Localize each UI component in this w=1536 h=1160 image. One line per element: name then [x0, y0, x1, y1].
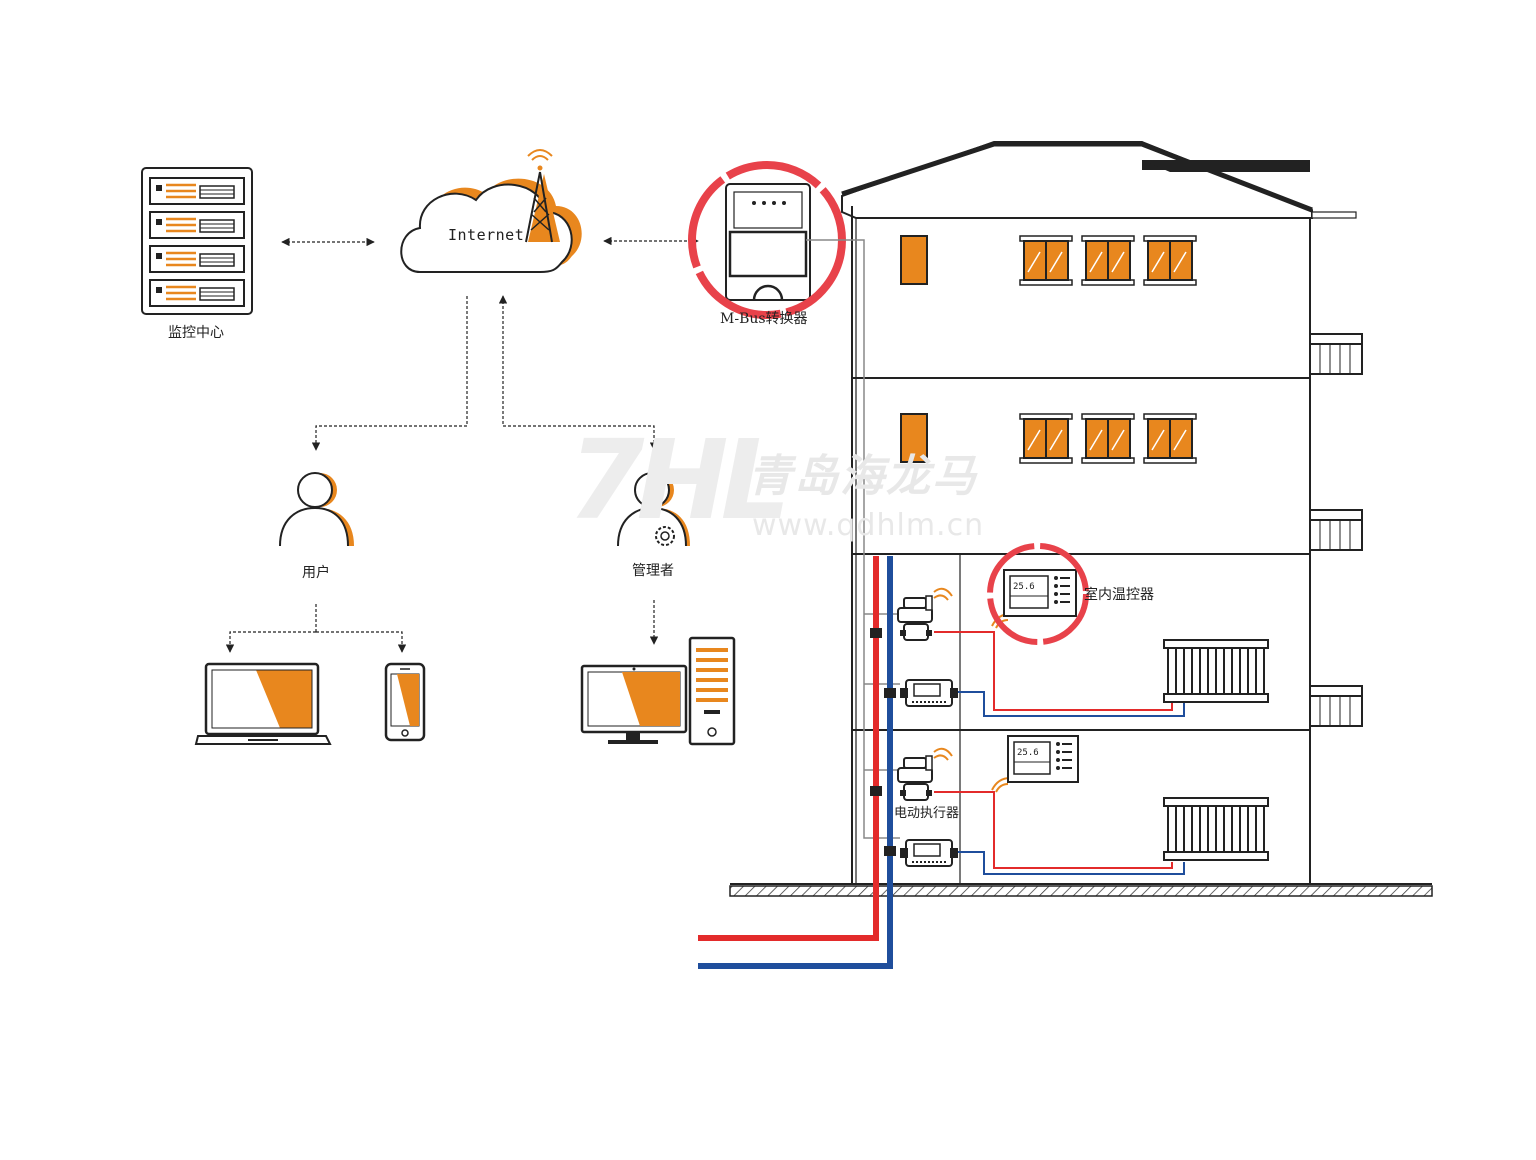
mbus-converter-label: M-Bus转换器: [720, 311, 808, 327]
user-label: 用户: [302, 565, 330, 581]
thermostat-highlight-ring: [987, 543, 1089, 645]
electric-actuator-icon: [897, 595, 933, 801]
internet-label: Internet: [448, 226, 525, 244]
ground: [729, 883, 1433, 897]
room-thermostat-floor-1-icon: [1007, 735, 1079, 783]
heat-meter-icon: [899, 679, 959, 867]
watermark-logo: 7HL: [568, 416, 791, 544]
watermark-url: www.qdhlm.cn: [752, 508, 985, 543]
watermark-company: 青岛海龙马: [748, 451, 978, 502]
desktop-computer-icon: [580, 636, 736, 746]
user-avatar-icon: [279, 472, 354, 547]
mbus-signal-wire: [806, 239, 900, 839]
room-thermostat-label: 室内温控器: [1084, 587, 1154, 603]
user-device-links: [225, 604, 407, 653]
radiator-icon: [1163, 639, 1269, 861]
manager-label: 管理者: [632, 563, 674, 579]
laptop-icon: [194, 662, 332, 745]
floor-1-branch-pipes: [934, 791, 1185, 875]
mbus-converter-icon: [725, 183, 811, 301]
supply-pipe: [698, 556, 879, 941]
manager-avatar-icon: [617, 472, 690, 547]
balconies: [1309, 333, 1363, 727]
smartphone-icon: [384, 662, 426, 742]
electric-actuator-label: 电动执行器: [894, 806, 960, 821]
building-outline: [841, 141, 1357, 884]
antenna-tower-icon: [525, 149, 560, 243]
cloud-user-links: [311, 295, 659, 451]
windows: [1019, 235, 1197, 464]
thermostat-floor-1-reading: 25.6: [1017, 748, 1039, 758]
server-rack-icon: [141, 167, 253, 315]
floor-2-branch-pipes: [934, 631, 1185, 717]
thermostat-reading: 25.6: [1013, 582, 1035, 592]
doors: [900, 235, 928, 463]
room-thermostat-icon: [1003, 569, 1077, 617]
return-pipe: [698, 556, 893, 969]
monitor-center-label: 监控中心: [168, 325, 224, 341]
